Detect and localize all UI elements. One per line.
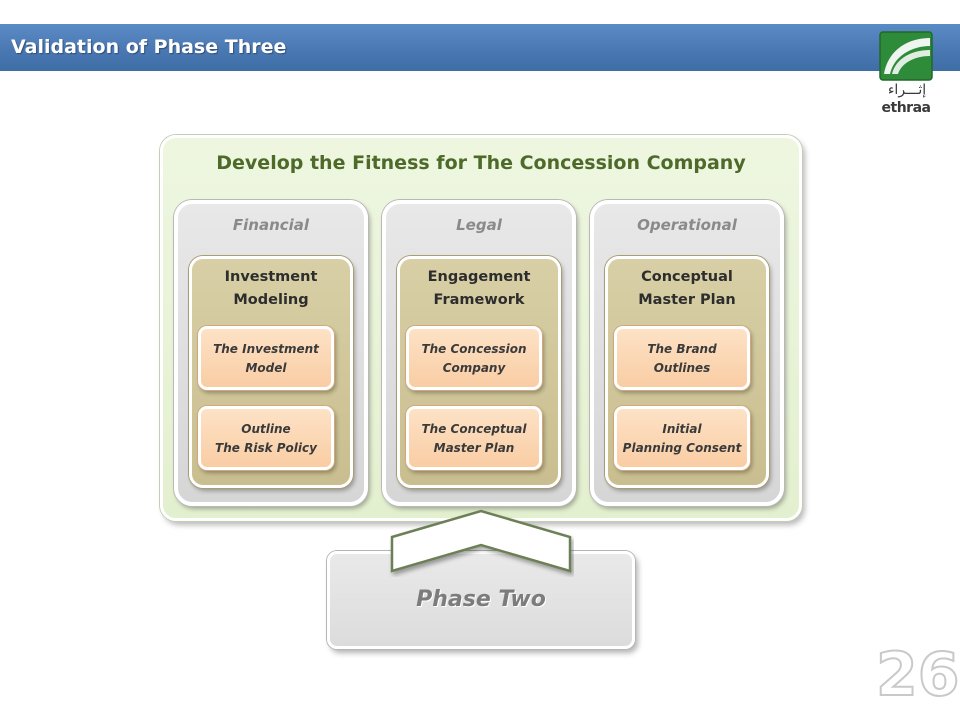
item-line: The Concession <box>421 342 527 356</box>
item-line: The Brand <box>647 342 717 356</box>
column-label-operational: Operational <box>637 216 737 234</box>
group-title-investment-modeling: Investment Modeling <box>189 266 353 312</box>
page-number: 26 <box>875 639 960 711</box>
logo-arabic-text: إثـــراء <box>887 82 927 98</box>
item-line: The Risk Policy <box>215 441 317 455</box>
item-line: Planning Consent <box>622 441 742 455</box>
column-label-legal: Legal <box>456 216 502 234</box>
item-line: Outline <box>241 422 291 436</box>
group-title-line: Investment <box>224 269 318 285</box>
group-title-line: Master Plan <box>638 292 736 308</box>
item-line: Model <box>245 361 287 375</box>
group-title-engagement-framework: Engagement Framework <box>397 266 561 312</box>
phase-two-label: Phase Two <box>416 587 546 612</box>
item-line: Company <box>442 361 506 375</box>
group-title-line: Engagement <box>427 269 531 285</box>
slide-title: Validation of Phase Three <box>11 36 287 58</box>
item-text-brand-outlines: The Brand Outlines <box>614 340 750 378</box>
phase-two-box <box>327 551 635 649</box>
item-investment-model <box>198 326 334 390</box>
item-line: Outlines <box>653 361 711 375</box>
item-text-planning-consent: Initial Planning Consent <box>614 420 750 458</box>
item-text-investment-model: The Investment Model <box>198 340 334 378</box>
item-line: The Conceptual <box>421 422 527 436</box>
group-title-line: Modeling <box>233 292 309 308</box>
panel-title: Develop the Fitness for The Concession C… <box>216 152 746 174</box>
item-risk-policy <box>198 406 334 470</box>
header-bar <box>0 24 960 71</box>
logo-mark-icon <box>879 31 933 81</box>
chevron-up-icon <box>390 509 572 573</box>
item-line: Master Plan <box>433 441 515 455</box>
item-line: Initial <box>662 422 702 436</box>
ethraa-logo: إثـــراء ethraa <box>878 30 934 120</box>
item-text-concession-company: The Concession Company <box>406 340 542 378</box>
item-planning-consent <box>614 406 750 470</box>
group-title-line: Conceptual <box>641 269 733 285</box>
logo-latin-text: ethraa <box>881 100 931 116</box>
column-label-financial: Financial <box>232 216 310 234</box>
group-title-line: Framework <box>433 292 525 308</box>
item-text-conceptual-master-plan: The Conceptual Master Plan <box>406 420 542 458</box>
group-title-conceptual-master-plan: Conceptual Master Plan <box>605 266 769 312</box>
item-brand-outlines <box>614 326 750 390</box>
item-concession-company <box>406 326 542 390</box>
item-line: The Investment <box>213 342 319 356</box>
item-text-risk-policy: Outline The Risk Policy <box>198 420 334 458</box>
item-conceptual-master-plan <box>406 406 542 470</box>
